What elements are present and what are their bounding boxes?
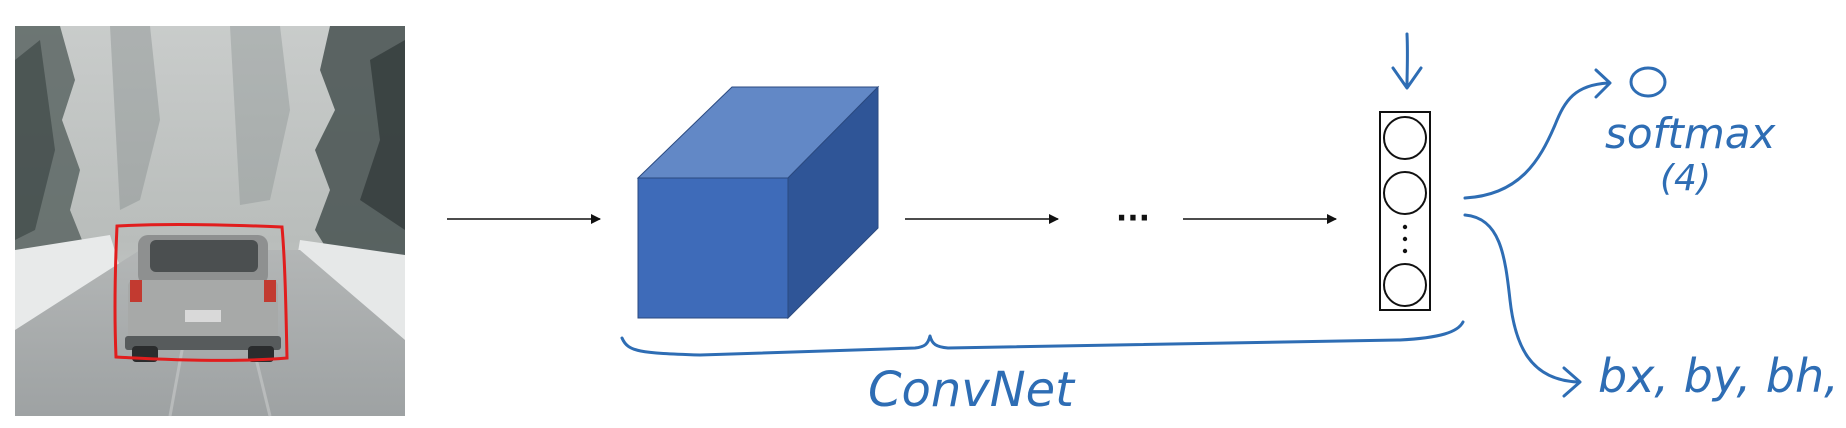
- fc-unit: [1383, 116, 1427, 160]
- fc-unit: [1383, 263, 1427, 307]
- fc-unit-ellipsis: [1402, 248, 1408, 254]
- softmax-branch: softmax (4): [1463, 66, 1776, 200]
- fc-unit: [1383, 171, 1427, 215]
- conv-volume-front: [637, 177, 789, 319]
- bounding-box: [113, 222, 289, 362]
- softmax-output-circle: [1629, 66, 1667, 98]
- car: [125, 235, 281, 362]
- convnet-label: ConvNet: [868, 362, 1076, 418]
- conv-volume: [636, 85, 880, 320]
- bbox-outputs-label: bx, by, bh, bw: [1598, 349, 1846, 403]
- fc-layer: [1379, 111, 1431, 311]
- softmax-label: softmax: [1605, 109, 1776, 158]
- softmax-count-label: (4): [1660, 158, 1711, 199]
- input-photo: [15, 26, 405, 417]
- convnet-brace: ConvNet: [620, 320, 1465, 418]
- fc-unit-ellipsis: [1402, 224, 1408, 230]
- fc-unit-ellipsis: [1402, 236, 1408, 242]
- bbox-branch: bx, by, bh, bw: [1463, 213, 1846, 403]
- pointer-arrow: [1391, 32, 1423, 90]
- ellipsis-label: ···: [1116, 201, 1150, 236]
